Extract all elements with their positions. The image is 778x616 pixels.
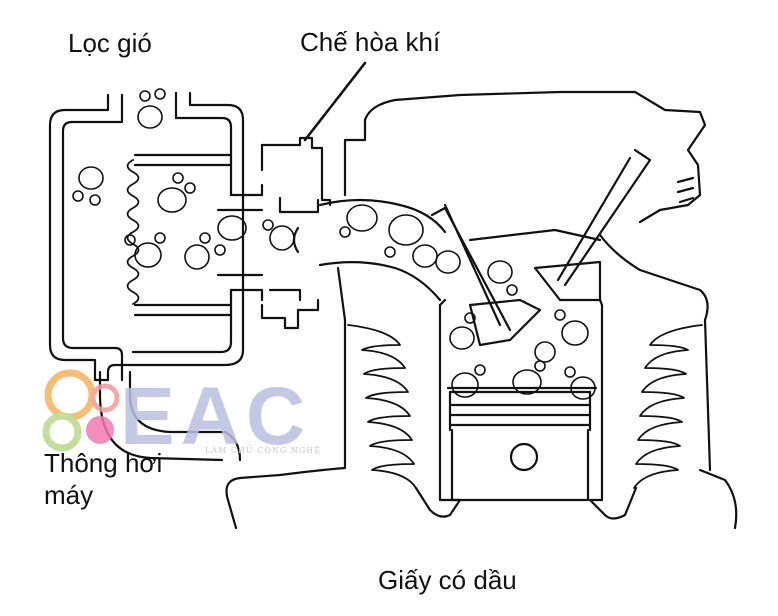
piston [448,390,592,502]
watermark-tagline: LÀM CHỦ CÔNG NGHỆ [205,446,322,455]
exhaust-valve [533,148,652,302]
cooling-fins-left [347,324,417,489]
vapor-particles [72,88,596,400]
label-breather-line2: máy [44,480,94,510]
label-carburetor: Chế hòa khí [300,27,441,57]
carburetor-leader-line [303,61,367,142]
intake-port [318,198,447,322]
eac-logo [42,369,120,452]
cylinder-head [343,90,709,322]
air-filter-box [48,91,245,397]
intake-valve [430,203,542,347]
watermark-brand: EAC [120,371,312,462]
cooling-fins-right [633,324,703,489]
label-oil-paper: Giấy có dầu [378,565,517,595]
intake-duct [216,183,264,302]
filter-pleats [126,159,140,305]
label-air-filter: Lọc gió [68,28,152,58]
carburetor [260,136,332,330]
label-breather: Thông hơi [44,448,163,478]
